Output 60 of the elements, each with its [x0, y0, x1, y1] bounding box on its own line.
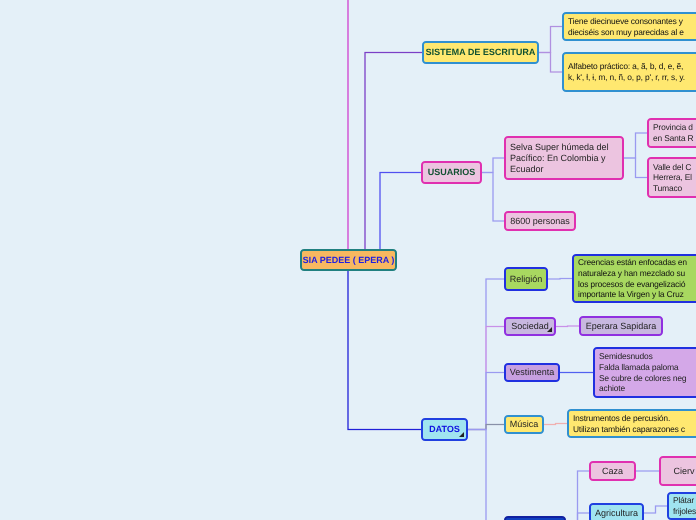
topic-text: Plátar frijoles: [673, 495, 696, 517]
topic-text: Utilizan también caparazones c: [573, 424, 686, 434]
topic-box: [504, 267, 548, 291]
topic-box: [504, 211, 576, 231]
topic-text: Agricultura: [594, 508, 638, 518]
topic-box: [504, 317, 556, 336]
connector-line: [636, 470, 659, 472]
topic-text: Alfabeto práctico: a, ã, b, d, e, ẽ, k, k', ƚ, ɨ, m, n, ñ, o, p, p', r, rr, s, y.: [568, 61, 686, 83]
topic-box: [504, 415, 544, 434]
topic-text: Semidesnudos: [599, 351, 654, 362]
topic-box: [589, 503, 644, 520]
central-topic: [300, 249, 397, 271]
topic-box: [647, 157, 696, 198]
topic-text: Religión: [510, 274, 542, 284]
topic-text: SIA PEDEE ( EPERA ): [302, 254, 394, 266]
topic-text: Valle del C Herrera, El Tumaco: [653, 162, 693, 194]
connector-line: [644, 505, 667, 514]
connector-line: [364, 52, 422, 249]
topic-text: Creencias están enfocadas en naturaleza y han mezclado su los procesos de evangelizació importante la Virgen y la Cruz: [578, 257, 688, 300]
topic-text: Vestimenta: [510, 367, 554, 378]
topic-box: [421, 418, 468, 441]
topic-box: [667, 492, 696, 520]
connector-line: [482, 172, 504, 222]
topic-box: [504, 136, 624, 180]
topic-text: Sociedad: [511, 321, 549, 332]
topic-text: Selva Super húmeda del Pacífico: En Colombia y Ecuador: [510, 142, 610, 174]
connector-line: [347, 271, 421, 430]
topic-text: Tiene diecinueve consonantes y dieciséis son muy parecidas al e: [568, 16, 685, 38]
topic-text: USUARIOS: [428, 167, 476, 178]
connector-line: [539, 52, 562, 73]
topic-text: SISTEMA DE ESCRITURA: [426, 47, 536, 58]
topic-box: [659, 456, 696, 486]
topic-box: [579, 316, 663, 336]
topic-box: [572, 254, 696, 303]
connector-line: [379, 172, 421, 249]
topic-text: Instrumentos de percusión.: [573, 412, 672, 424]
topic-text: Falda llamada paloma: [599, 362, 680, 372]
connector-line: [556, 325, 579, 328]
topic-text: Eperara Sapidara: [586, 320, 656, 332]
topic-box: [562, 52, 696, 92]
connector-line: [347, 0, 349, 249]
topic-box: [589, 461, 636, 481]
connector-line: [548, 278, 572, 280]
topic-box: [593, 347, 696, 398]
connector-line: [544, 422, 567, 426]
topic-text: Se cubre de colores neg achiote: [599, 372, 688, 394]
topic-text: Caza: [602, 466, 623, 476]
topic-box: [562, 12, 696, 41]
topic-box: [567, 409, 696, 438]
topic-text: Provincia d en Santa R: [653, 122, 694, 144]
topic-text: 8600 personas: [510, 216, 570, 226]
topic-box: [422, 41, 539, 64]
topic-box: [647, 118, 696, 148]
topic-box: [421, 161, 482, 184]
connector-line: [560, 372, 593, 374]
topic-box: [504, 363, 560, 382]
connector-line: [624, 157, 647, 178]
topic-text: DATOS: [429, 424, 460, 435]
topic-text: Música: [510, 419, 538, 430]
topic-text: Cierv: [673, 466, 694, 476]
